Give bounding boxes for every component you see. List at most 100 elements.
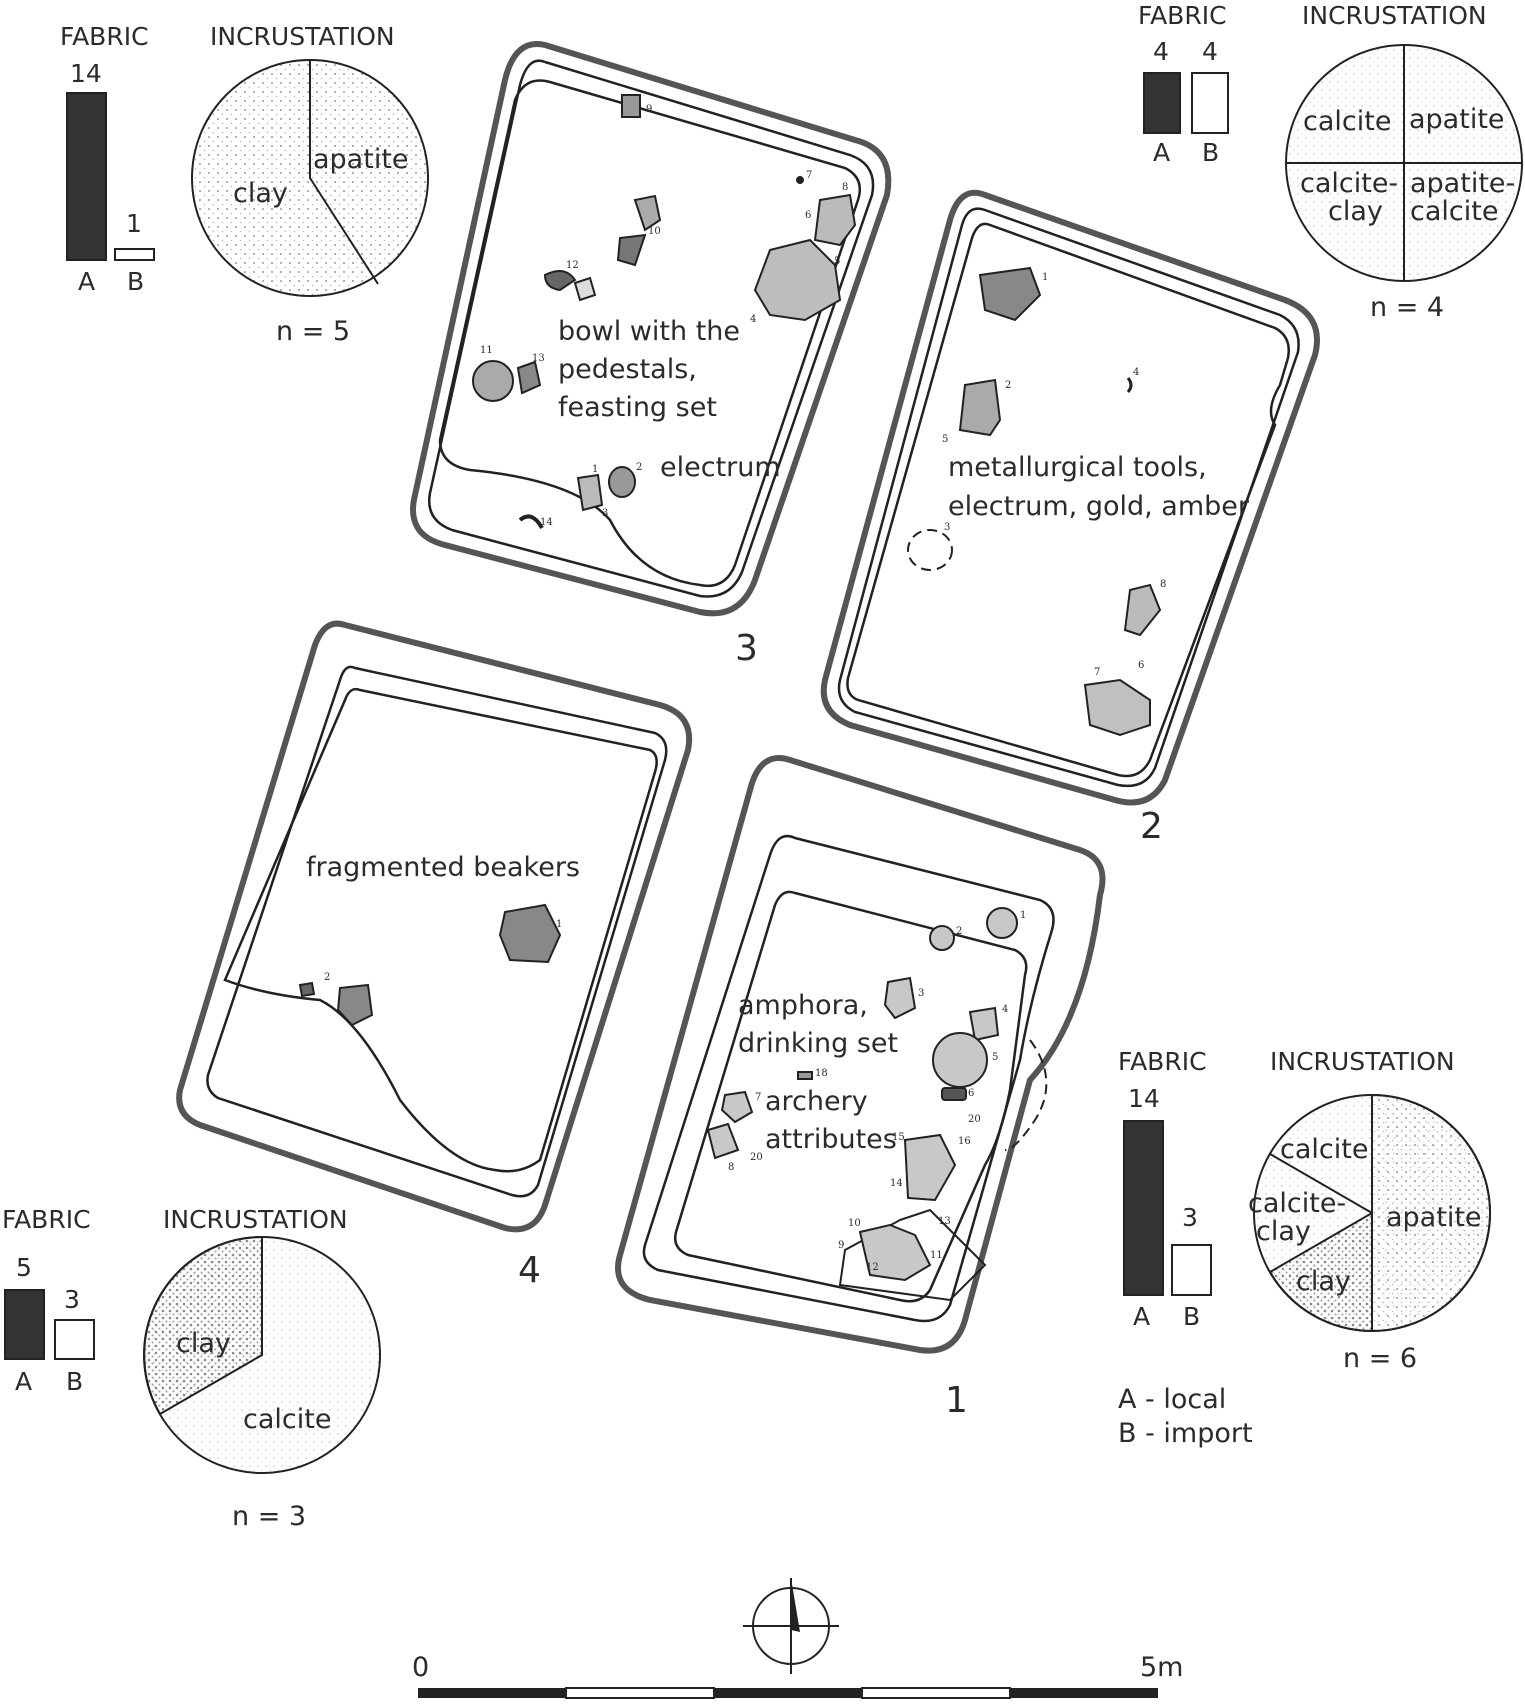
n-label: n = 3	[232, 1501, 306, 1532]
find-number: 5	[834, 256, 840, 267]
find-3-10b	[616, 233, 647, 267]
pie-slice-divider	[1286, 45, 1522, 281]
find-1-9-13	[858, 1223, 932, 1282]
find-number: 9	[646, 104, 652, 115]
find-2-1	[978, 266, 1042, 322]
incrustation-title: INCRUSTATION	[1270, 1047, 1455, 1076]
fabric-a-bar	[66, 92, 107, 261]
find-2-6-7	[1083, 678, 1151, 737]
find-number: 4	[750, 314, 756, 325]
pie-label-calcite-clay-2: clay	[1328, 196, 1383, 227]
legend-local: A - local	[1118, 1384, 1226, 1415]
find-number: 20	[968, 1114, 981, 1125]
fabric-a-count: 4	[1153, 37, 1169, 66]
find-number: 16	[958, 1136, 971, 1147]
grave-2-step-outline	[837, 207, 1300, 788]
scale-segment	[418, 1688, 566, 1698]
scale-segment	[861, 1687, 1011, 1699]
fabric-b-count: 1	[126, 209, 142, 238]
grave-3-annotation: pedestals,	[558, 354, 697, 385]
incrustation-title: INCRUSTATION	[1302, 1, 1487, 30]
grave-3: 9 7 8 6 5 4 10 12 11 13 1 2 3 14 bowl wi…	[410, 41, 892, 669]
pie-slice-clay	[1268, 1211, 1373, 1333]
grave-3-annotation: feasting set	[558, 392, 717, 423]
pie-label-calcite-clay: calcite-	[1248, 1188, 1346, 1219]
find-number: 7	[806, 170, 812, 181]
find-number: 2	[1005, 380, 1011, 391]
fabric-a-label: A	[15, 1367, 32, 1396]
find-1-4	[968, 1006, 1000, 1042]
grave-1: 1 2 3 4 5 6 18 20 7 8 20 15 16 14 10 13 …	[615, 755, 1106, 1421]
find-number: 10	[848, 1218, 861, 1229]
find-number: 6	[805, 210, 811, 221]
pie-label-calcite-clay-2: clay	[1256, 1216, 1311, 1247]
n-label: n = 5	[276, 316, 350, 347]
find-number: 1	[1042, 272, 1048, 283]
find-1-14-16	[903, 1133, 957, 1202]
fabric-b-label: B	[1183, 1302, 1200, 1331]
pie-slice-divider	[309, 60, 379, 285]
find-number: 2	[956, 926, 962, 937]
fabric-b-count: 3	[64, 1285, 80, 1314]
find-number: 1	[1020, 910, 1026, 921]
grave-3-outer-outline	[410, 41, 892, 617]
panel-grave-2: FABRIC INCRUSTATION 4 4 A B calcite apat…	[1138, 1, 1523, 323]
scale-bar: 0 5m	[412, 1652, 1183, 1699]
fabric-title: FABRIC	[2, 1205, 91, 1234]
pie-label-apatite: apatite	[313, 144, 409, 175]
find-3-1-3	[576, 473, 604, 512]
find-3-9	[621, 94, 641, 118]
fabric-b-bar	[114, 248, 155, 261]
find-number: 14	[890, 1178, 903, 1189]
panel-grave-1: FABRIC INCRUSTATION 14 3 A B calcite cal…	[1118, 1047, 1491, 1374]
grave-3-step-outline	[428, 59, 875, 598]
fabric-b-label: B	[127, 267, 144, 296]
find-3-13	[516, 360, 542, 395]
north-arrow	[743, 1578, 839, 1674]
pie-label-apatite-calcite-2: calcite	[1410, 196, 1498, 227]
grave-1-number: 1	[945, 1380, 968, 1421]
grave-4-number: 4	[518, 1250, 541, 1291]
legend-import: B - import	[1118, 1418, 1253, 1449]
fabric-a-count: 5	[16, 1253, 32, 1282]
pie-label-calcite-clay: calcite-	[1300, 168, 1398, 199]
find-number: 2	[324, 972, 330, 983]
grave-2-find-numbers: 1 2 5 4 3 8 7 6	[942, 272, 1166, 678]
grave-2-annotation: metallurgical tools,	[948, 452, 1207, 483]
grave-2: 1 2 5 4 3 8 7 6 metallurgical tools, ele…	[820, 189, 1320, 847]
find-number: 8	[728, 1162, 734, 1173]
pie-slice-divider	[1269, 1153, 1373, 1214]
n-label: n = 4	[1370, 292, 1444, 323]
fabric-b-count: 3	[1182, 1203, 1198, 1232]
scale-start-label: 0	[412, 1652, 429, 1683]
fabric-a-bar	[4, 1289, 45, 1360]
scale-segment	[714, 1688, 862, 1698]
find-number: 4	[1002, 1004, 1008, 1015]
find-number: 13	[532, 353, 545, 364]
grave-4: 1 2 fragmented beakers 4	[176, 620, 693, 1291]
grave-4-step-outline	[206, 665, 668, 1198]
find-number: 5	[942, 434, 948, 445]
fabric-a-count: 14	[1128, 1084, 1160, 1113]
grave-2-pit-outline	[846, 222, 1290, 778]
fabric-b-bar	[1191, 72, 1229, 134]
fabric-a-label: A	[1153, 138, 1170, 167]
find-1-5	[932, 1032, 988, 1088]
find-2-4	[1126, 377, 1133, 393]
fabric-a-label: A	[1133, 1302, 1150, 1331]
n-label: n = 6	[1343, 1343, 1417, 1374]
pie-label-clay: clay	[176, 1328, 231, 1359]
find-number: 10	[648, 226, 661, 237]
find-number: 15	[892, 1132, 905, 1143]
pie-label-apatite-calcite: apatite-	[1410, 168, 1515, 199]
find-number: 11	[930, 1250, 943, 1261]
find-1-18	[797, 1071, 813, 1080]
grave-1-step-outline	[642, 834, 1055, 1323]
pie-label-apatite: apatite	[1386, 1202, 1482, 1233]
grave-1-annotation: amphora,	[738, 990, 868, 1021]
find-number: 1	[556, 919, 562, 930]
fabric-a-bar	[1123, 1120, 1164, 1296]
grave-4-finds	[298, 903, 562, 1027]
